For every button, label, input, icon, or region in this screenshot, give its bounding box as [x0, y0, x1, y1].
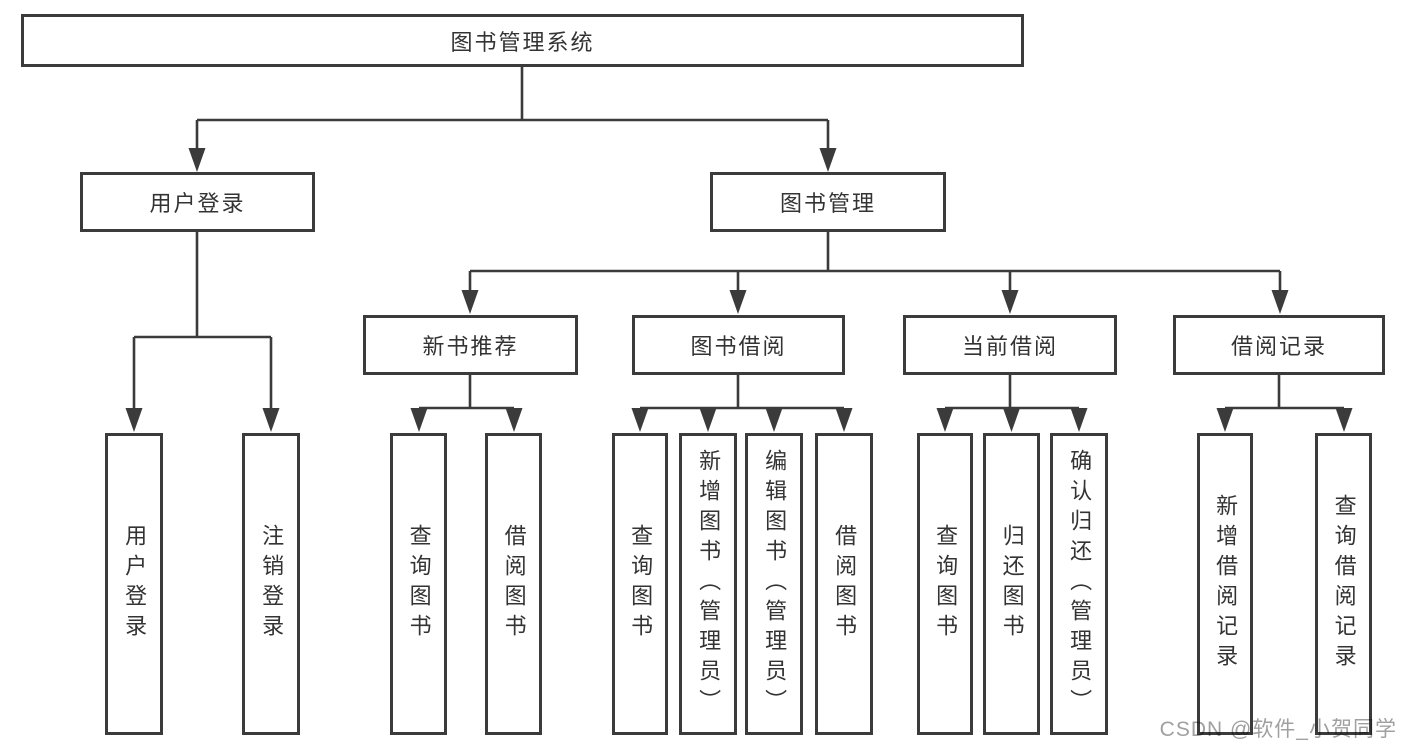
node-borrowing-records-label: 借阅记录 — [1230, 334, 1327, 359]
node-borrowing-records: 借阅记录 — [1173, 315, 1385, 375]
leaf-records-add-record-label: 新增借阅记录 — [1213, 494, 1239, 674]
leaf-current-confirm-return-admin-label: 确认归还（管理员） — [1067, 449, 1093, 719]
node-root-label: 图书管理系统 — [450, 29, 595, 55]
node-book-management: 图书管理 — [710, 172, 946, 232]
leaf-borrow-borrow-books: 借阅图书 — [815, 433, 873, 735]
leaf-borrow-query-books: 查询图书 — [612, 433, 668, 735]
leaf-logout-label: 注销登录 — [259, 524, 285, 644]
node-user-login-label: 用户登录 — [149, 191, 246, 216]
leaf-newrec-query-books-label: 查询图书 — [406, 524, 432, 644]
csdn-watermark: CSDN @软件_小贺同学 — [1159, 718, 1397, 741]
leaf-borrow-add-books-admin: 新增图书（管理员） — [679, 433, 737, 735]
leaf-newrec-borrow-books-label: 借阅图书 — [501, 524, 527, 644]
connector-currentborrow-to-leaves — [936, 375, 1088, 432]
connector-records-to-leaves — [1216, 375, 1353, 432]
leaf-borrow-edit-books-admin: 编辑图书（管理员） — [745, 433, 803, 735]
leaf-records-add-record: 新增借阅记录 — [1197, 433, 1253, 735]
leaf-newrec-query-books: 查询图书 — [390, 433, 447, 735]
node-root: 图书管理系统 — [21, 14, 1024, 67]
node-current-borrowing-label: 当前借阅 — [961, 334, 1058, 359]
leaf-user-login-label: 用户登录 — [122, 524, 148, 644]
leaf-current-return-books: 归还图书 — [983, 433, 1040, 735]
connector-root-to-level2 — [188, 67, 837, 172]
leaf-borrow-edit-books-admin-label: 编辑图书（管理员） — [762, 449, 788, 719]
node-user-login: 用户登录 — [80, 172, 315, 232]
leaf-borrow-add-books-admin-label: 新增图书（管理员） — [696, 449, 722, 719]
leaf-current-return-books-label: 归还图书 — [999, 524, 1025, 644]
connector-userlogin-to-leaves — [125, 232, 280, 432]
node-book-borrowing-label: 图书借阅 — [690, 334, 787, 359]
leaf-borrow-query-books-label: 查询图书 — [628, 524, 654, 644]
connector-bookborrow-to-leaves — [631, 375, 853, 432]
leaf-user-login: 用户登录 — [105, 433, 163, 735]
node-book-borrowing: 图书借阅 — [632, 315, 845, 375]
leaf-newrec-borrow-books: 借阅图书 — [485, 433, 542, 735]
connector-newrec-to-leaves — [410, 375, 523, 432]
node-new-book-recommendation-label: 新书推荐 — [422, 334, 519, 359]
leaf-borrow-borrow-books-label: 借阅图书 — [832, 524, 858, 644]
node-new-book-recommendation: 新书推荐 — [363, 315, 578, 375]
leaf-records-query-record-label: 查询借阅记录 — [1331, 494, 1357, 674]
leaf-current-query-books: 查询图书 — [917, 433, 973, 735]
leaf-records-query-record: 查询借阅记录 — [1315, 433, 1372, 735]
connector-bookmgmt-to-level3 — [461, 232, 1289, 314]
node-book-management-label: 图书管理 — [779, 191, 876, 216]
leaf-logout: 注销登录 — [242, 433, 300, 735]
leaf-current-query-books-label: 查询图书 — [933, 524, 959, 644]
leaf-current-confirm-return-admin: 确认归还（管理员） — [1050, 433, 1108, 735]
node-current-borrowing: 当前借阅 — [903, 315, 1117, 375]
